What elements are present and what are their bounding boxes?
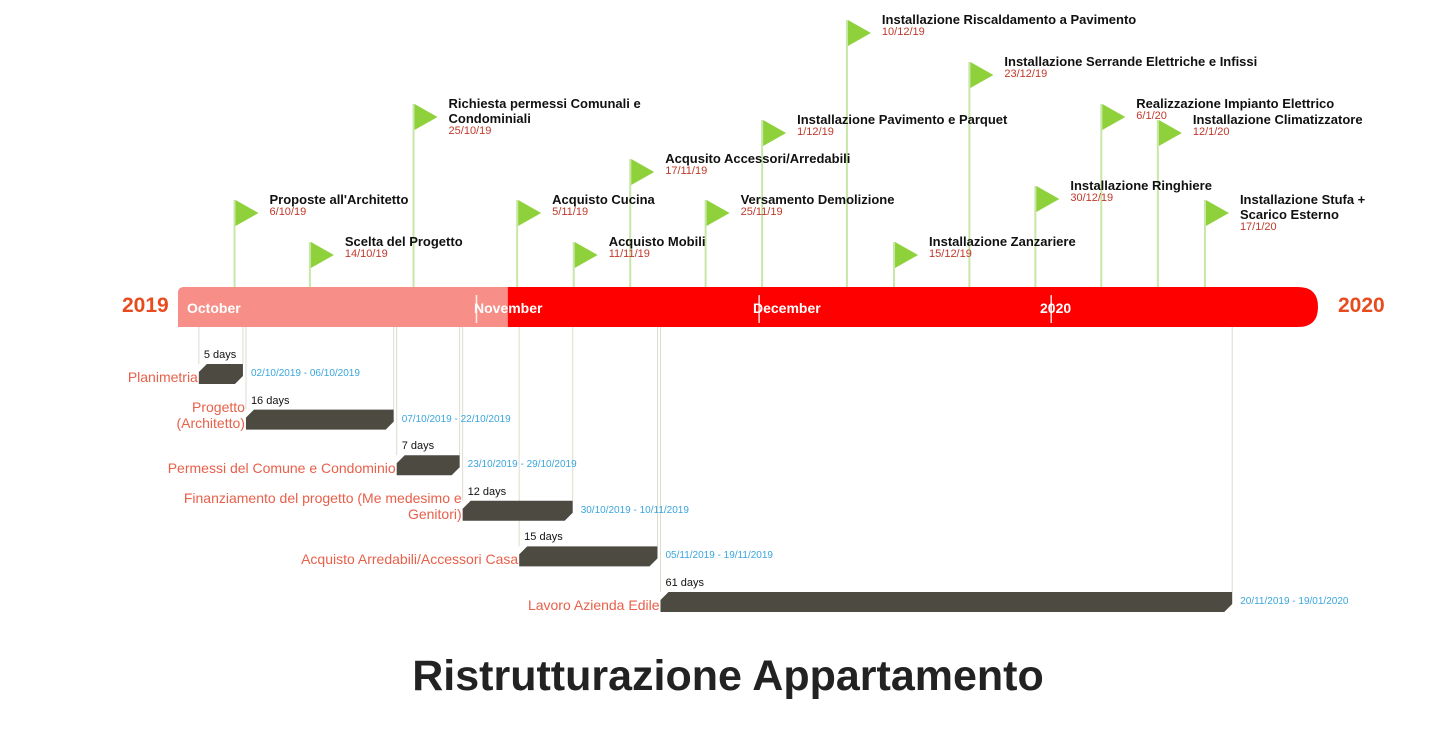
milestone-date: 15/12/19 <box>929 248 972 260</box>
task-date-range: 02/10/2019 - 06/10/2019 <box>250 368 360 379</box>
task-date-range: 05/11/2019 - 19/11/2019 <box>665 550 773 562</box>
task-bar <box>462 500 573 521</box>
milestone-date: 5/11/19 <box>552 206 589 218</box>
milestone-flag <box>414 104 438 130</box>
milestone-date: 6/1/20 <box>1136 110 1167 122</box>
milestone-flag <box>847 20 871 46</box>
milestone-title: Richiesta permessi Comunali e <box>448 96 641 111</box>
milestone-title: Installazione Climatizzatore <box>1192 112 1363 127</box>
milestone-title: Condominiali <box>448 111 531 126</box>
milestone-flag <box>574 242 598 268</box>
milestone-date: 23/12/19 <box>1004 68 1048 80</box>
milestone-title: Installazione Serrande Elettriche e Infi… <box>1004 54 1258 69</box>
task-duration-label: 61 days <box>665 577 705 589</box>
task-bar <box>519 546 658 567</box>
task-name-line: Lavoro Azienda Edile <box>527 597 660 613</box>
milestone-title: Installazione Pavimento e Parquet <box>797 112 1008 127</box>
period-label-december: December <box>753 300 821 316</box>
milestone-date: 25/11/19 <box>740 206 783 218</box>
task-name: Progetto(Architetto) <box>176 399 244 431</box>
milestone-date: 6/10/19 <box>269 206 307 218</box>
milestone-flag <box>970 62 994 88</box>
milestone-stems <box>198 20 1233 592</box>
task-name: Acquisto Arredabili/Accessori Casa <box>301 551 518 567</box>
task-date-range: 23/10/2019 - 29/10/2019 <box>467 459 577 471</box>
milestone-title: Realizzazione Impianto Elettrico <box>1136 96 1335 111</box>
task-bars <box>198 364 1233 612</box>
milestone-flag <box>1158 120 1182 146</box>
milestone-title: Versamento Demolizione <box>740 192 895 207</box>
task-name: Planimetria <box>128 369 198 385</box>
milestone-date: 14/10/19 <box>344 248 388 260</box>
page-title: Ristrutturazione Appartamento <box>412 652 1044 700</box>
task-name-line: Acquisto Arredabili/Accessori Casa <box>301 551 519 568</box>
milestone-flag <box>235 200 259 226</box>
milestone-flag <box>706 200 730 226</box>
task-name: Lavoro Azienda Edile <box>528 597 660 613</box>
milestone-flags <box>235 20 1229 268</box>
milestone-title: Proposte all'Architetto <box>269 192 409 207</box>
task-bar <box>660 592 1233 612</box>
task-bar <box>396 455 460 476</box>
milestone-title: Installazione Zanzariere <box>929 234 1076 249</box>
milestone-flag <box>310 242 334 268</box>
milestone-date: 30/12/19 <box>1070 192 1114 204</box>
milestone-title: Scarico Esterno <box>1239 207 1339 222</box>
task-duration-label: 12 days <box>467 485 507 498</box>
milestone-date: 25/10/19 <box>448 125 492 137</box>
milestone-title: Installazione Ringhiere <box>1070 178 1212 193</box>
axis-future-segment <box>507 287 1318 327</box>
period-label-november: November <box>474 300 543 316</box>
milestone-flag <box>631 159 655 185</box>
task-name: Permessi del Comune e Condominio <box>168 460 396 476</box>
milestone-flag <box>895 242 919 268</box>
milestone-title: Acqusito Accessori/Arredabili <box>665 151 851 166</box>
end-year-label: 2020 <box>1338 294 1385 317</box>
milestone-date: 10/12/19 <box>881 26 925 38</box>
start-year-label: 2019 <box>122 294 169 317</box>
milestone-date: 11/11/19 <box>608 248 650 260</box>
milestone-title: Installazione Riscaldamento a Pavimento <box>881 12 1137 27</box>
task-duration-label: 16 days <box>250 394 290 407</box>
timeline-axis <box>178 287 1318 327</box>
task-name-line: Genitori) <box>407 505 462 522</box>
milestone-title: Scelta del Progetto <box>344 234 463 249</box>
milestone-flag <box>763 120 787 146</box>
task-date-range: 20/11/2019 - 19/01/2020 <box>1240 596 1349 607</box>
task-name: Finanziamento del progetto (Me medesimo … <box>184 490 462 522</box>
task-duration-label: 15 days <box>524 531 563 544</box>
task-bar <box>245 409 394 430</box>
milestone-flag <box>518 200 542 226</box>
task-duration-label: 7 days <box>401 440 435 453</box>
milestone-date: 17/11/19 <box>665 165 708 177</box>
task-name-line: Progetto <box>192 398 245 415</box>
period-label-2020: 2020 <box>1040 300 1072 316</box>
task-name-line: Finanziamento del progetto (Me medesimo … <box>183 489 462 506</box>
milestone-date: 17/1/20 <box>1239 221 1277 233</box>
task-date-range: 07/10/2019 - 22/10/2019 <box>401 413 511 425</box>
milestone-flag <box>1205 200 1229 226</box>
task-name-line: Permessi del Comune e Condominio <box>167 460 396 477</box>
task-name-line: Planimetria <box>127 369 198 385</box>
milestone-title: Acquisto Mobili <box>608 234 706 249</box>
axis-past-segment <box>178 287 508 327</box>
milestone-flag <box>1102 104 1126 130</box>
task-name-line: (Architetto) <box>176 414 245 431</box>
milestone-title: Acquisto Cucina <box>552 192 655 207</box>
milestone-date: 12/1/20 <box>1192 126 1230 138</box>
task-bar <box>198 364 243 384</box>
milestone-title: Installazione Stufa + <box>1239 192 1366 207</box>
milestone-flag <box>1036 186 1060 212</box>
task-date-range: 30/10/2019 - 10/11/2019 <box>580 504 689 516</box>
milestone-date: 1/12/19 <box>797 126 834 138</box>
task-duration-label: 5 days <box>203 349 237 361</box>
period-label-october: October <box>187 300 241 316</box>
